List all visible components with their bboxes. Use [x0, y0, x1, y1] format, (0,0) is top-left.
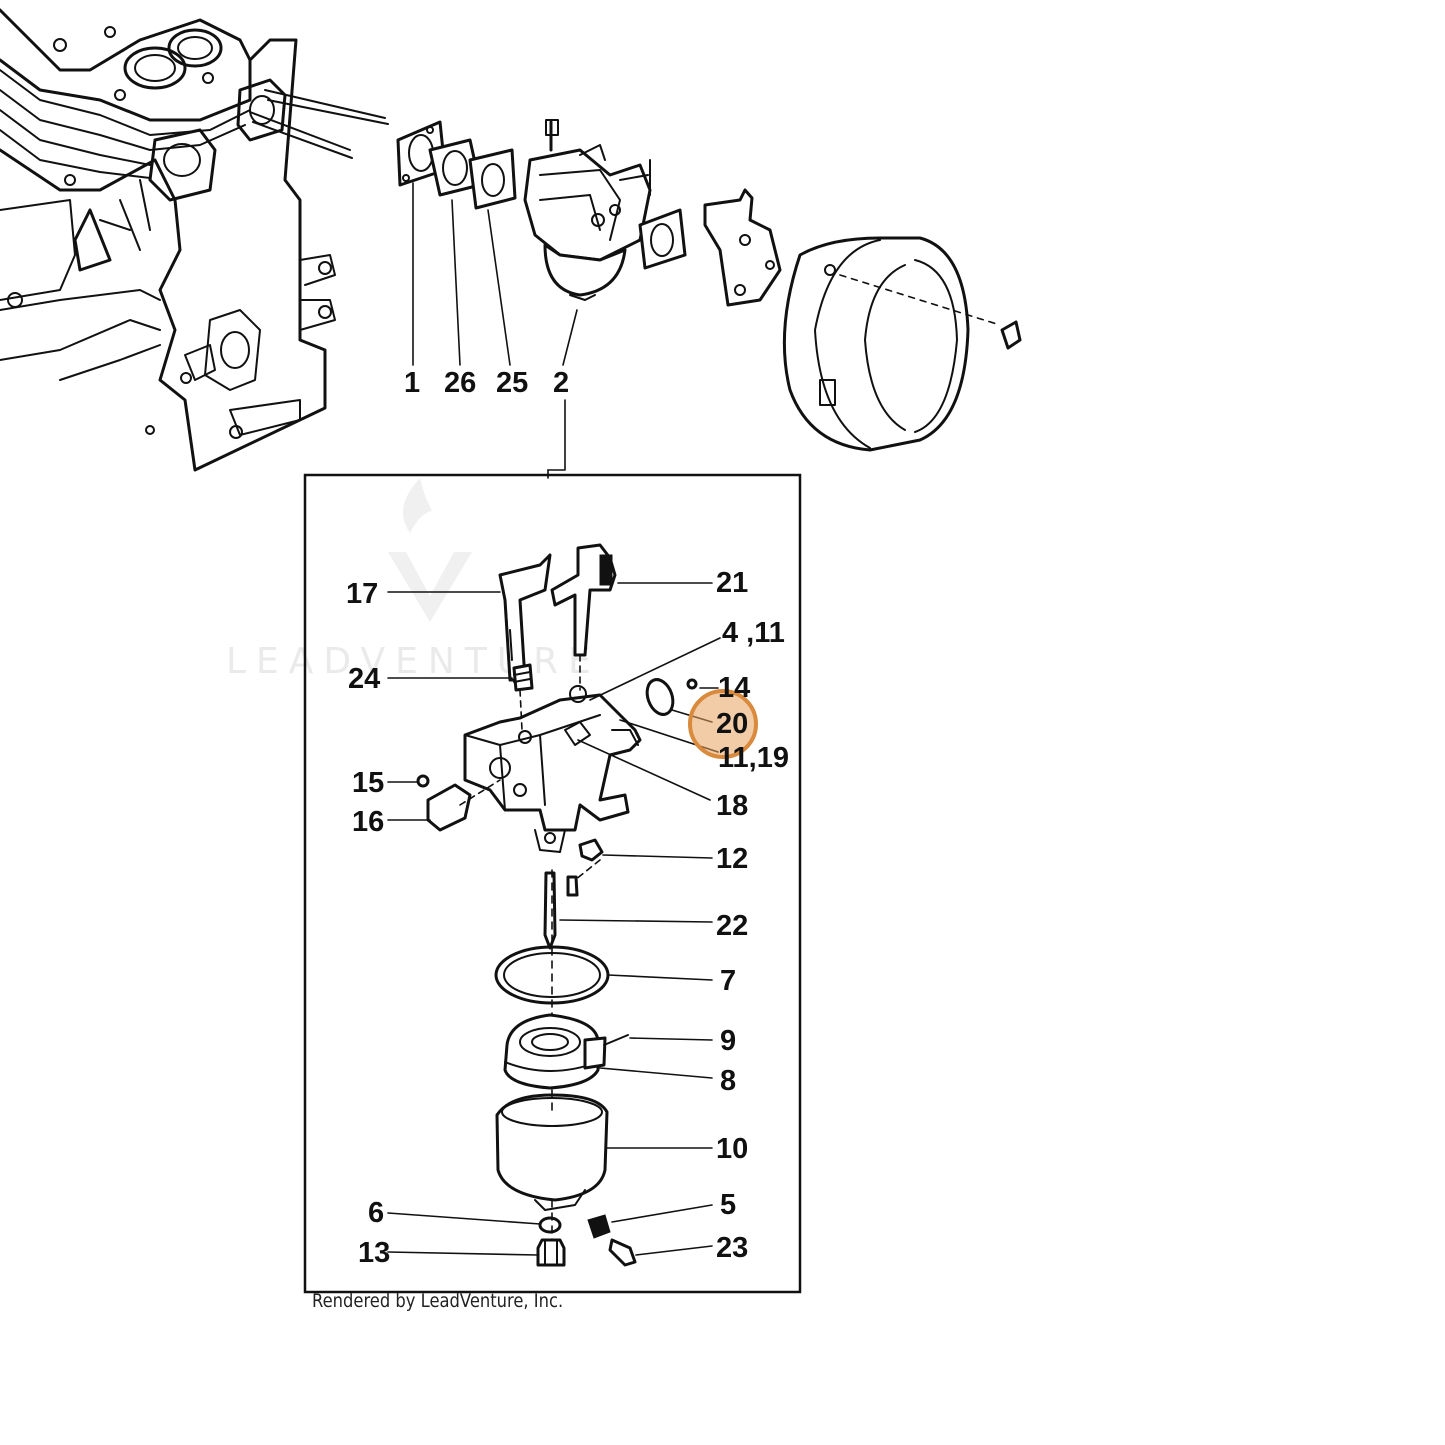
callout-11-19[interactable]: 11,19 — [718, 742, 789, 774]
callout-18[interactable]: 18 — [716, 790, 748, 822]
callout-21[interactable]: 21 — [716, 567, 748, 599]
callout-23[interactable]: 23 — [716, 1232, 748, 1264]
footer-credit: Rendered by LeadVenture, Inc. — [312, 1290, 564, 1312]
callout-24[interactable]: 24 — [348, 663, 380, 695]
callout-14[interactable]: 14 — [718, 672, 750, 704]
detail-leader-lines — [387, 582, 721, 1256]
highlight-circle — [688, 689, 758, 759]
callout-20[interactable]: 20 — [716, 708, 748, 740]
callout-2[interactable]: 2 — [553, 367, 569, 399]
callout-1[interactable]: 1 — [404, 367, 420, 399]
air-cleaner-cover — [782, 236, 1022, 452]
detail-small-parts — [416, 678, 698, 1267]
callout-5[interactable]: 5 — [720, 1189, 736, 1221]
detail-frame — [303, 473, 802, 1294]
callout-26[interactable]: 26 — [444, 367, 476, 399]
air-cleaner-bracket — [703, 188, 782, 307]
callout-labels-detail: 17 21 4 ,11 24 14 20 11,19 15 18 16 12 2… — [346, 567, 789, 1269]
callout-16[interactable]: 16 — [352, 806, 384, 838]
callout-6[interactable]: 6 — [368, 1197, 384, 1229]
callout-4-11[interactable]: 4 ,11 — [722, 617, 785, 649]
callout-10[interactable]: 10 — [716, 1133, 748, 1165]
callout-22[interactable]: 22 — [716, 910, 748, 942]
callout-9[interactable]: 9 — [720, 1025, 736, 1057]
callout-13[interactable]: 13 — [358, 1237, 390, 1269]
callout-12[interactable]: 12 — [716, 843, 748, 875]
callout-7[interactable]: 7 — [720, 965, 736, 997]
engine-block — [0, 8, 389, 472]
carburetor-assembly-2 — [523, 119, 652, 301]
gasket-25 — [468, 148, 517, 210]
detail-carburetor-body — [463, 543, 642, 853]
callout-25[interactable]: 25 — [496, 367, 528, 399]
gasket-upper-right — [638, 208, 687, 270]
upper-leader-lines — [412, 182, 578, 479]
watermark-text: LEADVENTURE — [226, 641, 601, 682]
callout-labels-upper: 1 26 25 2 — [404, 367, 569, 399]
callout-17[interactable]: 17 — [346, 578, 378, 610]
callout-8[interactable]: 8 — [720, 1065, 736, 1097]
callout-15[interactable]: 15 — [352, 767, 384, 799]
